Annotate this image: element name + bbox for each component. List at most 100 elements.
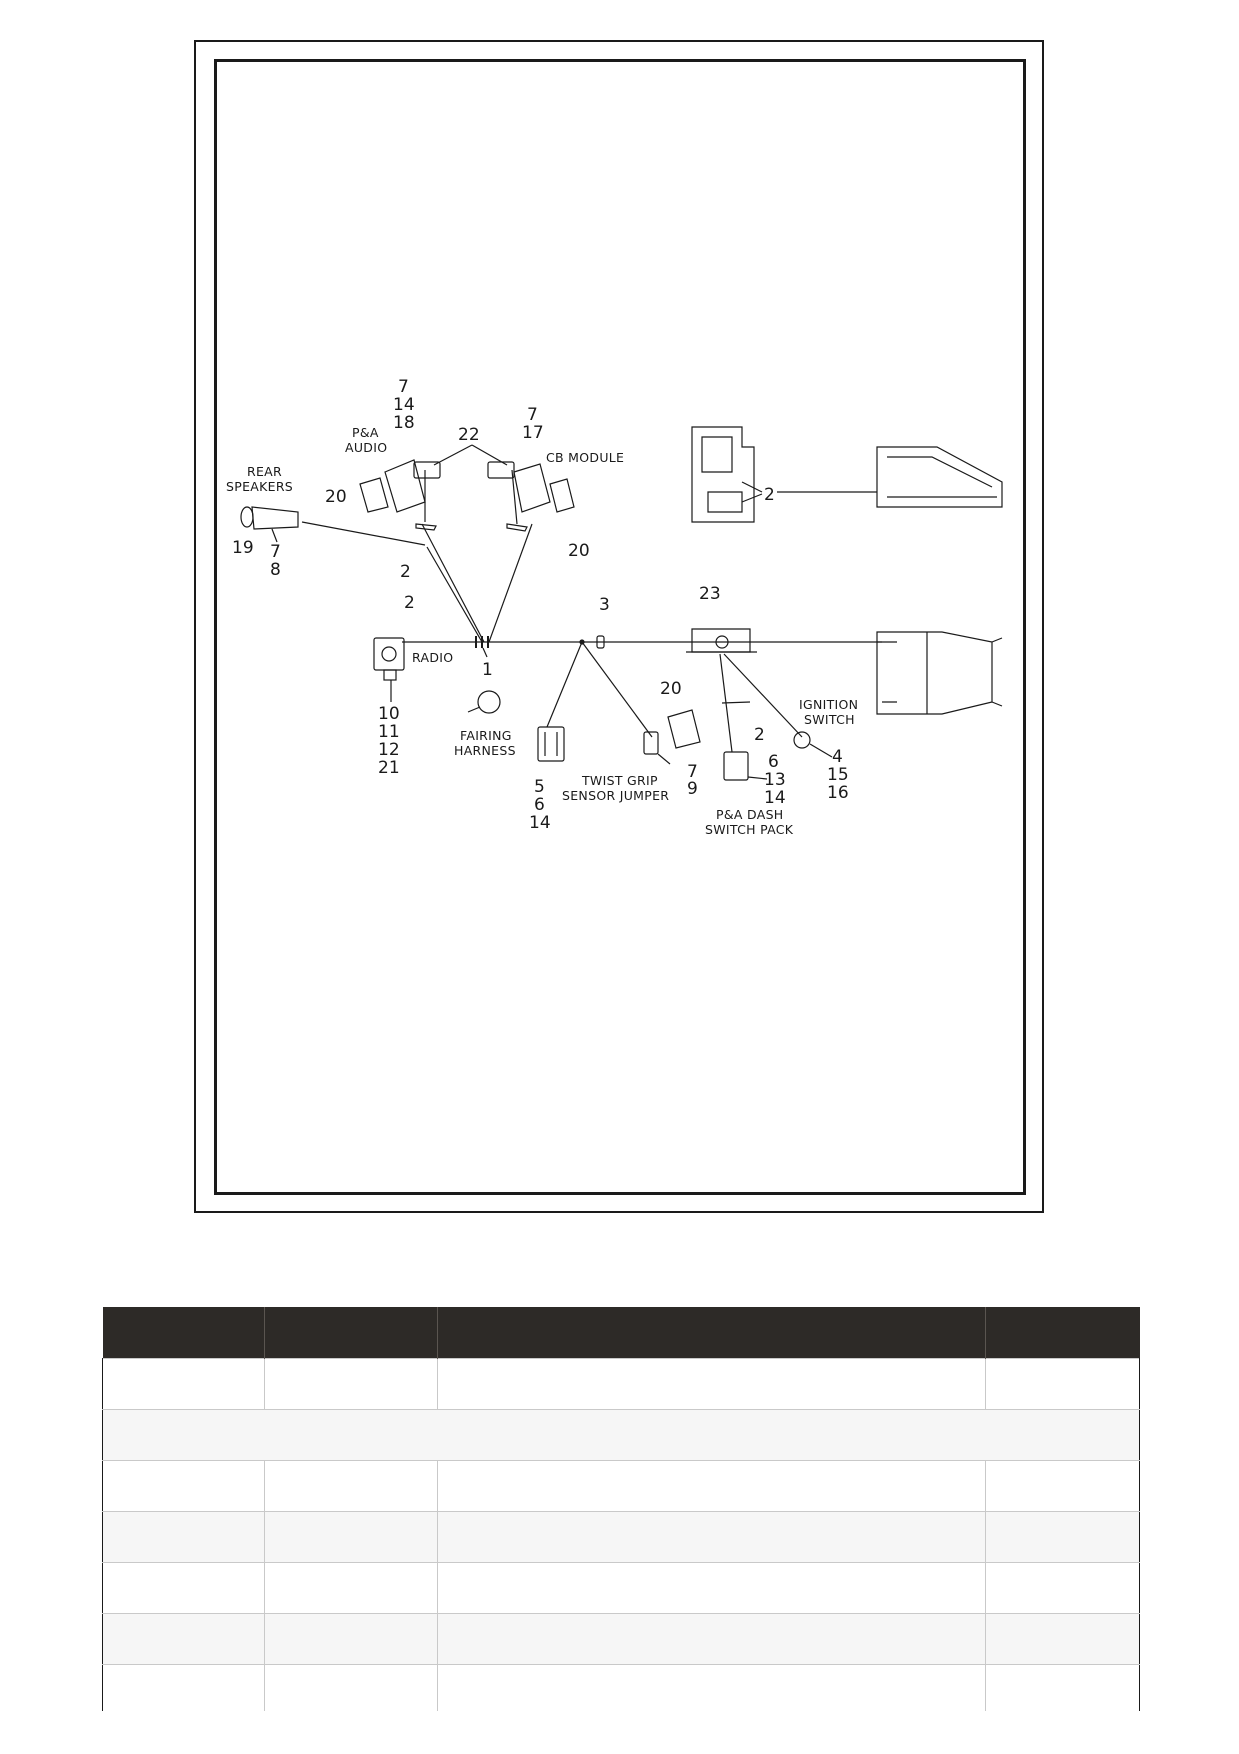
branch-to-cb (488, 523, 533, 643)
junction-1 (475, 636, 489, 648)
radio-callout-12: 12 (378, 740, 400, 760)
dash-callout-6: 6 (768, 752, 779, 772)
cb-bracket (506, 523, 528, 532)
callout-2-radio: 2 (404, 593, 415, 613)
jumper-callout-14: 14 (529, 813, 551, 833)
callout-2-speaker: 2 (400, 562, 411, 582)
rear-speakers-label-line2: SPEAKERS (226, 479, 293, 494)
radio-callout-11: 11 (378, 722, 400, 742)
ign-callout-15: 15 (827, 765, 849, 785)
cb-callout-17: 17 (522, 423, 544, 443)
pa-audio-callout-7: 7 (398, 377, 409, 397)
ign-callout-4: 4 (832, 747, 843, 767)
rear-speaker-connector (251, 506, 299, 530)
branch-to-twist-grip (581, 641, 653, 738)
ignition-switch-label-line2: SWITCH (804, 712, 855, 727)
callout-3: 3 (599, 595, 610, 615)
twist-callout-7: 7 (687, 762, 698, 782)
leader-ign-nums (809, 743, 833, 758)
speaker-wire (301, 521, 426, 546)
rear-speaker-grommet-19 (240, 506, 254, 528)
table-cell (264, 1613, 438, 1665)
figure-frame-inner: P&A AUDIO 7 14 18 22 7 17 CB MODULE REAR… (214, 59, 1026, 1195)
rear-callout-8: 8 (270, 560, 281, 580)
callout-2-dash: 2 (754, 725, 765, 745)
leader-rear (271, 528, 278, 543)
callout-2-upper: 2 (764, 485, 775, 505)
table-cell (985, 1358, 1140, 1410)
table-cell (102, 1511, 265, 1563)
cb-module-label: CB MODULE (546, 450, 624, 465)
bracket-23 (691, 628, 751, 653)
figure-frame-outer: P&A AUDIO 7 14 18 22 7 17 CB MODULE REAR… (194, 40, 1044, 1213)
branch-to-speaker (426, 546, 483, 643)
pa-audio-plug (413, 461, 441, 479)
fairing-harness-clip (477, 690, 501, 714)
table-row (102, 1613, 1140, 1665)
radio-unit (373, 637, 405, 671)
twist-grip-label-line2: SENSOR JUMPER (562, 788, 669, 803)
wiring-harness-diagram: P&A AUDIO 7 14 18 22 7 17 CB MODULE REAR… (226, 377, 1003, 837)
leader-twist-nums (657, 753, 671, 765)
twist-callout-9: 9 (687, 779, 698, 799)
leader-22-left (433, 444, 473, 466)
cb-callout-7: 7 (527, 405, 538, 425)
callout-1: 1 (482, 660, 493, 680)
dash-switch-label-line2: SWITCH PACK (705, 822, 794, 837)
dash-switch-label-line1: P&A DASH (716, 807, 784, 822)
pa-audio-callout-14: 14 (393, 395, 415, 415)
radio-callout-21: 21 (378, 758, 400, 778)
inner-fairing-upper-detail (887, 456, 997, 498)
fairing-harness-label-line1: FAIRING (460, 728, 512, 743)
callout-20-twist: 20 (660, 679, 682, 699)
table-cell (437, 1358, 986, 1410)
connector-3 (596, 635, 605, 649)
fairing-bracket-upper-detail (701, 436, 743, 513)
dash-strap (721, 701, 751, 704)
leader-1 (482, 647, 488, 658)
table-row (102, 1562, 1140, 1614)
header-cell (985, 1307, 1140, 1359)
table-cell (437, 1511, 986, 1563)
table-row (102, 1511, 1140, 1563)
bracket-23-hole (715, 635, 729, 649)
callout-20-cb: 20 (568, 541, 590, 561)
twist-grip-connector (643, 731, 659, 755)
inner-fairing-upper (876, 446, 1003, 508)
table-row (102, 1460, 1140, 1512)
ign-callout-16: 16 (827, 783, 849, 803)
ignition-switch-label-line1: IGNITION (799, 697, 858, 712)
cb-module (513, 463, 551, 513)
radio-knob (381, 646, 397, 662)
table-section-row (102, 1409, 1140, 1461)
leader-2-upper (741, 481, 763, 493)
table-row (102, 1358, 1140, 1410)
header-cell (437, 1307, 986, 1359)
parts-table (102, 1307, 1140, 1711)
pa-audio-terminal-20 (359, 477, 389, 513)
twist-grip-terminal-20 (667, 709, 701, 749)
table-cell (985, 1562, 1140, 1614)
fairing-bracket-upper (691, 426, 755, 523)
leader-2-upper-b (741, 493, 763, 503)
table-cell (985, 1613, 1140, 1665)
table-cell (437, 1664, 986, 1711)
parts-table-header (102, 1307, 1140, 1359)
inner-fairing-lower-detail (882, 632, 1003, 714)
table-cell (437, 1562, 986, 1614)
table-cell (264, 1460, 438, 1512)
table-section-cell (102, 1409, 1140, 1461)
table-cell (985, 1460, 1140, 1512)
branch-to-ignition (723, 653, 803, 738)
pa-audio-label-line2: AUDIO (345, 440, 387, 455)
table-cell (264, 1664, 438, 1711)
radio-connector (383, 669, 397, 681)
cb-plug (487, 461, 515, 479)
callout-22: 22 (458, 425, 480, 445)
header-cell (264, 1307, 438, 1359)
callout-19: 19 (232, 538, 254, 558)
table-cell (102, 1664, 265, 1711)
rear-speakers-label-line1: REAR (247, 464, 282, 479)
table-cell (264, 1511, 438, 1563)
radio-label: RADIO (412, 650, 453, 665)
